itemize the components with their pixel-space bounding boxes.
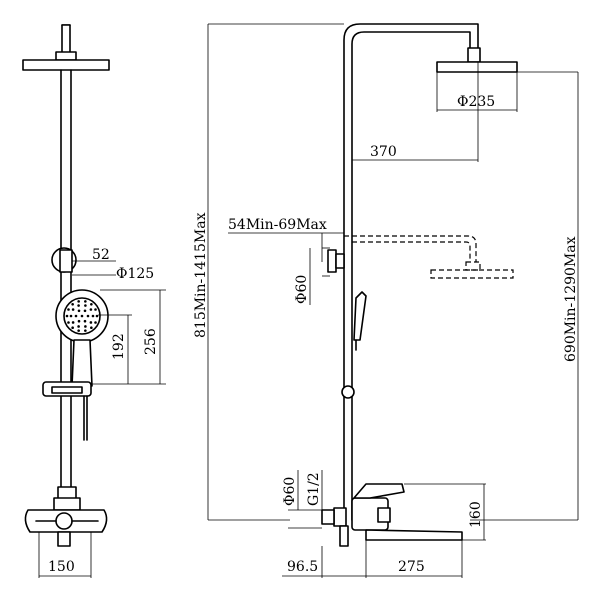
nozzle-dot [95,314,99,318]
label-256: 256 [143,328,159,355]
label-690: 690Min-1290Max [563,236,579,362]
nozzle-dot [84,329,87,332]
nozzle-dot [89,321,93,324]
nozzle-dot [77,309,81,313]
spout [365,529,463,541]
nozzle-dot [90,326,93,330]
riser-outer [343,23,479,521]
label-phi-60-escutcheon: Φ60 [282,477,298,506]
hand-shower-ring [63,297,101,335]
nozzle-dot [80,314,84,318]
nozzle-pattern [65,300,99,332]
mixer-side [321,483,463,547]
side-slider [341,385,355,399]
hand-shower-handle [71,339,93,387]
nozzle-dot [91,314,95,318]
slider-knob-plate [327,249,337,273]
label-160: 160 [468,501,484,528]
nozzle-dot [71,302,74,306]
nozzle-dot [94,321,97,324]
nozzle-dot [67,321,70,324]
nozzle-dot [74,314,78,318]
nozzle-dot [83,319,87,323]
nozzle-dot [84,304,87,307]
label-815: 815Min-1415Max [193,212,209,338]
nozzle-dot [65,314,69,318]
nozzle-dot [83,309,87,313]
alt-arm-inner [352,241,471,262]
nozzle-dot [84,325,87,328]
nozzle-dot [90,302,93,306]
nozzle-dot [77,325,80,328]
lever-handle [353,483,405,499]
nozzle-dot [71,321,75,324]
escutcheon [333,507,347,527]
nozzle-dot [77,329,80,332]
mixer-top [53,497,81,511]
hand-shower-front [55,289,109,387]
label-phi-60-slider: Φ60 [294,275,310,304]
spout-stub [57,531,71,547]
alt-connector [465,261,481,271]
overhead-head-side [436,61,518,73]
overhead-head-front [22,59,110,71]
wall-connector [321,509,335,525]
mixer-center-knob [55,512,73,530]
hand-shower-side [353,291,367,341]
label-192: 192 [111,333,127,360]
slider-slot [51,386,83,394]
riser-inner [351,31,471,521]
label-52: 52 [92,247,110,263]
side-view: Φ235 370 815Min-1415Max 690Min-1290Max 5… [193,23,579,578]
label-370: 370 [370,144,397,160]
mixer-front [24,486,108,547]
nozzle-dot [67,308,70,311]
nozzle-dot [94,308,97,311]
nozzle-dot [89,308,93,311]
head-collar [55,51,77,61]
nozzle-dot [86,314,90,318]
holder-clamp [59,249,73,273]
nozzle-dot [71,326,74,330]
slider-knob-stem [335,253,345,269]
head-connector [467,47,481,63]
alt-arm-outer [344,235,477,262]
nozzle-dot [77,300,80,303]
nozzle-dot [77,304,80,307]
label-54: 54Min-69Max [228,217,327,233]
label-g12: G1/2 [306,472,322,506]
mixer-cap [377,507,391,523]
nozzle-dot [71,308,75,311]
front-view: 150 52 Φ125 192 256 [22,24,166,578]
nozzle-dot [77,319,81,323]
label-965: 96.5 [287,559,318,575]
nozzle-dot [69,314,73,318]
label-phi-125: Φ125 [116,266,154,282]
label-150: 150 [48,559,75,575]
bottom-outlet [339,525,349,547]
nozzle-dot [84,300,87,303]
label-phi-235: Φ235 [457,94,495,110]
head-neck [61,24,71,54]
label-275: 275 [398,559,425,575]
alt-head [430,269,514,279]
